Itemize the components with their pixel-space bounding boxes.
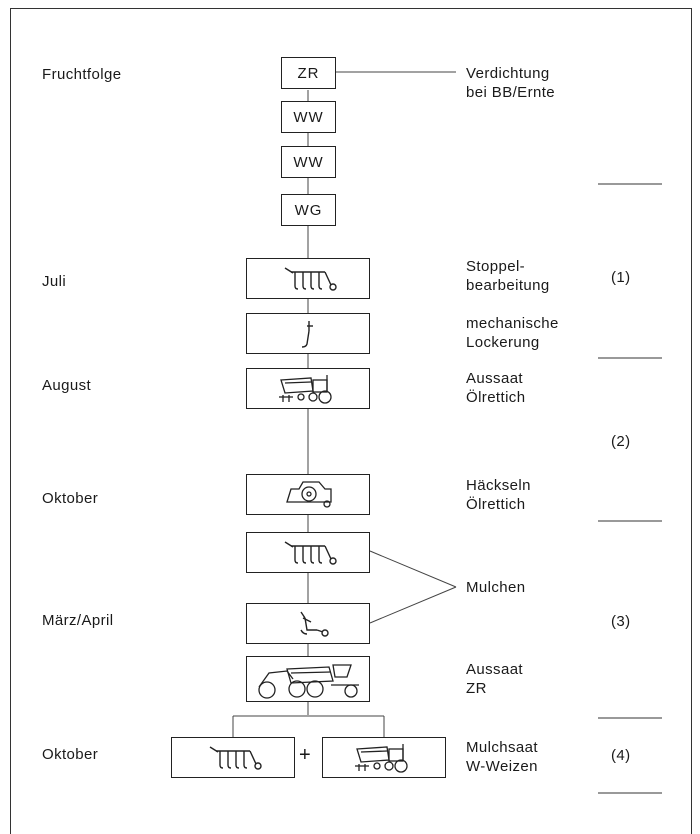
crop-box-wg: WG	[281, 194, 336, 226]
cultivator-icon	[284, 541, 337, 565]
label-oktober-2: Oktober	[42, 746, 99, 763]
desc-aussaat-zr: Aussaat ZR	[466, 660, 523, 698]
implement-box-haeckseln	[246, 474, 370, 515]
tractor-icon	[300, 611, 329, 637]
desc-aussaat-oelrettich: Aussaat Ölrettich	[466, 369, 525, 407]
desc-line: W-Weizen	[466, 758, 538, 775]
label-fruchtfolge: Fruchtfolge	[42, 66, 122, 83]
desc-line: Aussaat	[466, 661, 523, 678]
desc-mulchen: Mulchen	[466, 579, 526, 596]
implement-box-aussaat-oel	[246, 368, 370, 409]
desc-line: Stoppel-	[466, 258, 526, 275]
desc-line: Ölrettich	[466, 389, 526, 406]
label-maerz-april: März/April	[42, 612, 114, 629]
implement-box-aussaat-zr	[246, 656, 370, 702]
cultivator-icon	[209, 746, 262, 770]
desc-lockerung: mechanische Lockerung	[466, 314, 559, 352]
desc-stoppel: Stoppel- bearbeitung	[466, 257, 550, 295]
phase-label-2: (2)	[611, 433, 631, 450]
desc-line: Verdichtung	[466, 65, 550, 82]
implement-box-stoppel	[246, 258, 370, 299]
desc-haeckseln: Häckseln Ölrettich	[466, 476, 531, 514]
mulcher-icon	[286, 481, 332, 508]
phase-label-3: (3)	[611, 613, 631, 630]
label-august: August	[42, 377, 92, 394]
cultivator-icon	[284, 267, 337, 291]
label-juli: Juli	[42, 273, 67, 290]
desc-line: Lockerung	[466, 334, 540, 351]
label-oktober: Oktober	[42, 490, 99, 507]
subsoiler-icon	[301, 321, 313, 348]
drill-icon	[355, 744, 408, 773]
diagram-frame	[10, 8, 692, 834]
drill-icon	[279, 375, 332, 404]
crop-box-ww: WW	[281, 101, 336, 133]
crop-label: WW	[293, 108, 324, 126]
desc-line: Ölrettich	[466, 496, 526, 513]
crop-label: ZR	[297, 64, 320, 82]
implement-box-mulchsaat-cultivator	[171, 737, 295, 778]
implement-box-mulch-1	[246, 532, 370, 573]
crop-box-zr: ZR	[281, 57, 336, 89]
desc-mulchsaat: Mulchsaat W-Weizen	[466, 738, 538, 776]
implement-box-mulchsaat-drill	[322, 737, 446, 778]
desc-line: bearbeitung	[466, 277, 550, 294]
crop-box-ww-2: WW	[281, 146, 336, 178]
plus-sign: +	[299, 744, 311, 766]
desc-line: bei BB/Ernte	[466, 84, 556, 101]
implement-box-mulch-2	[246, 603, 370, 644]
desc-line: Häckseln	[466, 477, 531, 494]
crop-label: WW	[293, 153, 324, 171]
implement-box-lockerung	[246, 313, 370, 354]
desc-line: mechanische	[466, 315, 559, 332]
desc-line: Aussaat	[466, 370, 523, 387]
desc-verdichtung: Verdichtung bei BB/Ernte	[466, 64, 555, 102]
phase-label-4: (4)	[611, 747, 631, 764]
desc-line: ZR	[466, 680, 487, 697]
seed-combination-icon	[258, 664, 359, 699]
phase-label-1: (1)	[611, 269, 631, 286]
desc-line: Mulchsaat	[466, 739, 538, 756]
crop-label: WG	[294, 201, 323, 219]
